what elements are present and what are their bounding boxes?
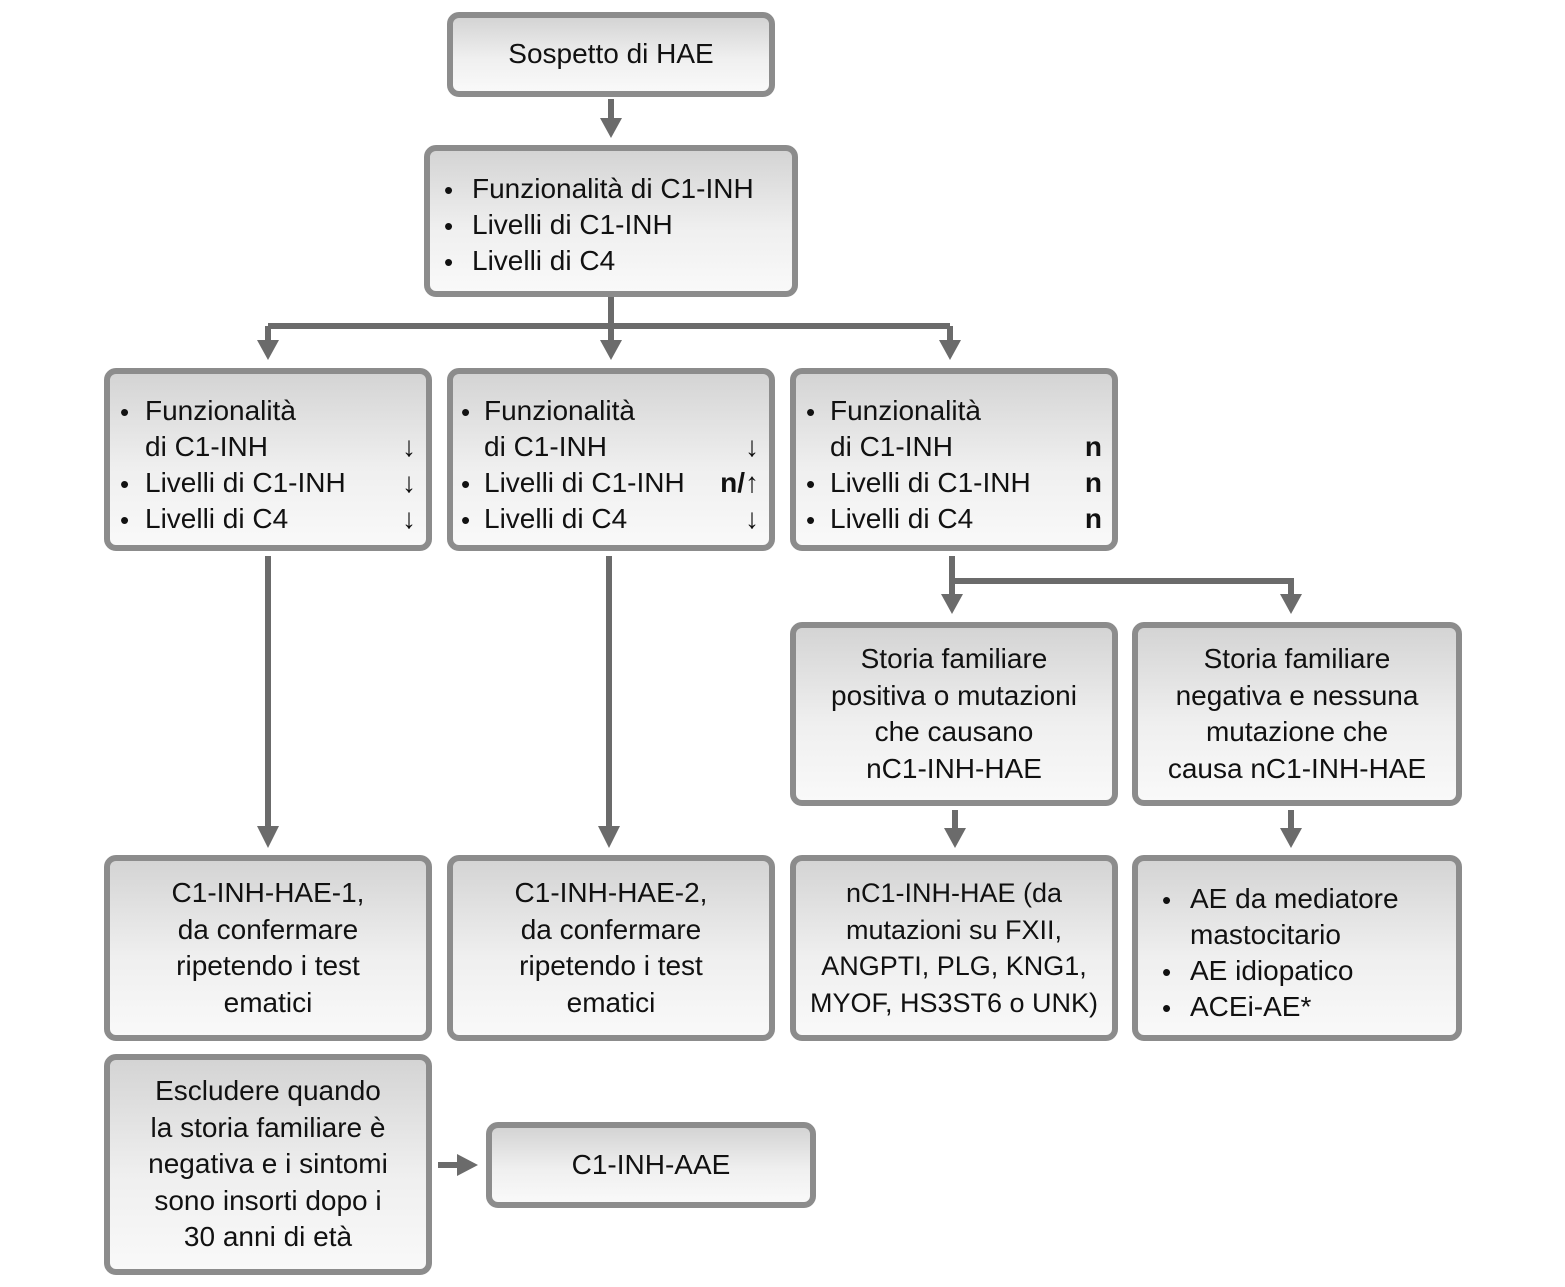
arrowhead-nc1 xyxy=(944,828,966,848)
decrease-indicator: ↓ xyxy=(745,431,759,462)
result-label: Funzionalità xyxy=(484,395,635,426)
node-result-type1: • Funzionalità di C1-INH ↓ • Livelli di … xyxy=(104,368,432,551)
bullet: • xyxy=(120,505,130,535)
result-label: Livelli di C4 xyxy=(484,503,628,534)
node-exclude-condition: Escludere quando la storia familiare è n… xyxy=(104,1054,432,1275)
bullet: • xyxy=(461,469,471,499)
arrowhead-hae1 xyxy=(257,826,279,848)
test-item: Livelli di C1-INH xyxy=(472,209,673,240)
text-line: C1-INH-HAE-1, xyxy=(171,877,365,908)
line-tests-split xyxy=(268,297,950,329)
arrowhead-col3 xyxy=(939,340,961,360)
bullet: • xyxy=(120,397,130,427)
decrease-indicator: ↓ xyxy=(402,467,416,498)
bullet: • xyxy=(1162,957,1172,987)
text-line: Storia familiare xyxy=(860,643,1048,674)
bullet: • xyxy=(461,505,471,535)
node-other-angioedema: • AE da mediatore mastocitario • AE idio… xyxy=(1132,855,1462,1041)
text-line: ANGPTI, PLG, KNG1, xyxy=(821,951,1087,981)
normal-indicator: n xyxy=(1084,467,1102,498)
bullet: • xyxy=(1162,993,1172,1023)
text-line: da confermare xyxy=(177,913,359,945)
node-suspect-hae: Sospetto di HAE xyxy=(447,12,775,97)
arrowhead-aae xyxy=(457,1154,478,1176)
text-line: MYOF, HS3ST6 o UNK) xyxy=(809,987,1099,1018)
result-label: Livelli di C1-INH xyxy=(484,467,685,498)
result-label: di C1-INH xyxy=(830,431,953,462)
arrowhead-other xyxy=(1280,828,1302,848)
text-line: nC1-INH-HAE xyxy=(866,752,1042,784)
result-label: Livelli di C1-INH xyxy=(145,467,346,498)
normal-or-increase-indicator: n/↑ xyxy=(720,467,759,498)
result-label: Funzionalità xyxy=(830,395,981,426)
node-negative-family-history: Storia familiare negativa e nessuna muta… xyxy=(1132,622,1462,806)
bullet: • xyxy=(806,469,816,499)
arrowhead-start-to-tests xyxy=(600,118,622,138)
bullet: • xyxy=(1162,885,1172,915)
node-nc1-inh-hae: nC1-INH-HAE (da mutazioni su FXII, ANGPT… xyxy=(790,855,1118,1041)
arrowhead-col2 xyxy=(600,340,622,360)
result-label: di C1-INH xyxy=(145,431,268,462)
node-c1-inh-aae: C1-INH-AAE xyxy=(486,1122,816,1208)
node-c1-inh-hae-2: C1-INH-HAE-2, da confermare ripetendo i … xyxy=(447,855,775,1041)
text-line: negativa e i sintomi xyxy=(148,1148,388,1180)
node-suspect-hae-label: Sospetto di HAE xyxy=(508,38,714,70)
diagnosis-item: AE da mediatore xyxy=(1190,883,1399,914)
text-line: nC1-INH-HAE (da xyxy=(845,878,1063,908)
bullet: • xyxy=(806,505,816,535)
test-item: Funzionalità di C1-INH xyxy=(472,173,754,204)
bullet: • xyxy=(444,211,454,241)
text-line: 30 anni di età xyxy=(183,1221,353,1253)
text-line: che causano xyxy=(874,716,1034,747)
text-line: sono insorti dopo i xyxy=(154,1184,382,1216)
arrowhead-hae2 xyxy=(598,826,620,848)
diagnosis-item: mastocitario xyxy=(1190,919,1341,950)
test-item: Livelli di C4 xyxy=(472,245,616,276)
text-line: C1-INH-HAE-2, xyxy=(514,877,708,908)
result-label: di C1-INH xyxy=(484,431,607,462)
text-line: ripetendo i test xyxy=(176,950,360,981)
arrowhead-pos-history xyxy=(941,594,963,614)
text-line: Escludere quando xyxy=(155,1075,381,1107)
bullet: • xyxy=(120,469,130,499)
text-line: Storia familiare xyxy=(1203,643,1391,674)
text-line: mutazioni su FXII, xyxy=(845,914,1063,945)
line-col3-split xyxy=(949,556,1294,598)
node-positive-family-history: Storia familiare positiva o mutazioni ch… xyxy=(790,622,1118,806)
normal-indicator: n xyxy=(1084,503,1102,534)
result-label: Livelli di C4 xyxy=(830,503,974,534)
bullet: • xyxy=(806,397,816,427)
decrease-indicator: ↓ xyxy=(745,503,759,534)
text-line: ematici xyxy=(223,986,313,1018)
decrease-indicator: ↓ xyxy=(402,431,416,462)
node-blood-tests: • Funzionalità di C1-INH • Livelli di C1… xyxy=(424,145,798,297)
node-c1-inh-aae-label: C1-INH-AAE xyxy=(571,1148,731,1180)
text-line: mutazione che xyxy=(1205,716,1389,747)
result-label: Funzionalità xyxy=(145,395,296,426)
decrease-indicator: ↓ xyxy=(402,503,416,534)
text-line: ematici xyxy=(566,986,656,1018)
arrowhead-neg-history xyxy=(1280,594,1302,614)
node-result-normal: • Funzionalità di C1-INH n • Livelli di … xyxy=(790,368,1118,551)
bullet: • xyxy=(461,397,471,427)
result-label: Livelli di C4 xyxy=(145,503,289,534)
bullet: • xyxy=(444,175,454,205)
bullet: • xyxy=(444,247,454,277)
text-line: da confermare xyxy=(520,913,702,945)
text-line: ripetendo i test xyxy=(519,950,703,981)
node-c1-inh-hae-1: C1-INH-HAE-1, da confermare ripetendo i … xyxy=(104,855,432,1041)
diagnosis-item: AE idiopatico xyxy=(1190,955,1354,986)
result-label: Livelli di C1-INH xyxy=(830,467,1031,498)
text-line: causa nC1-INH-HAE xyxy=(1167,752,1427,784)
diagnosis-item: ACEi-AE* xyxy=(1190,991,1312,1022)
text-line: negativa e nessuna xyxy=(1175,679,1419,711)
text-line: la storia familiare è xyxy=(150,1111,386,1143)
node-result-type2: • Funzionalità di C1-INH ↓ • Livelli di … xyxy=(447,368,775,551)
text-line: positiva o mutazioni xyxy=(831,679,1077,711)
arrowhead-col1 xyxy=(257,340,279,360)
normal-indicator: n xyxy=(1084,431,1102,462)
